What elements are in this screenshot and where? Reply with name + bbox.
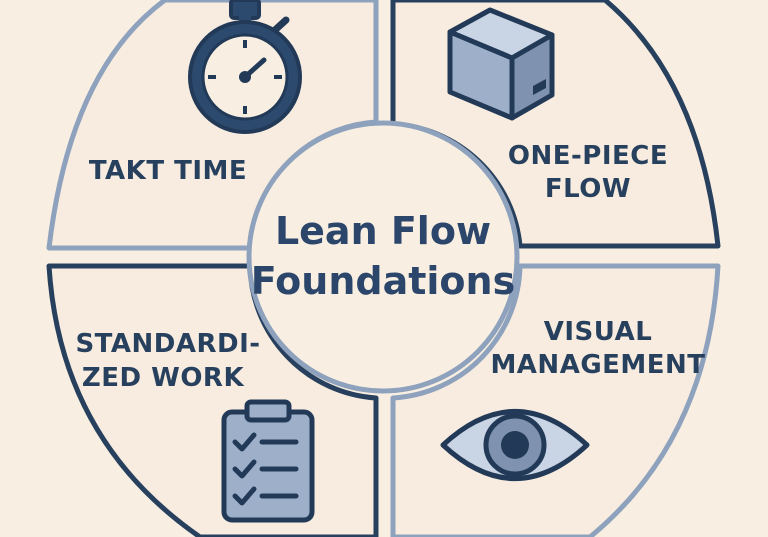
stopwatch-icon bbox=[188, 0, 302, 134]
label-one-piece-line2: FLOW bbox=[545, 174, 631, 204]
label-standardized-line2: ZED WORK bbox=[82, 363, 245, 393]
label-visual-line1: VISUAL bbox=[544, 317, 653, 347]
label-visual-line2: MANAGEMENT bbox=[490, 350, 705, 380]
label-one-piece-line1: ONE-PIECE bbox=[508, 141, 668, 171]
eye-icon bbox=[440, 409, 590, 481]
label-takt-time: TAKT TIME bbox=[89, 156, 247, 186]
center-title-line2: Foundations bbox=[251, 259, 515, 303]
clipboard-checklist-icon bbox=[221, 399, 315, 523]
box-icon bbox=[447, 7, 555, 121]
label-standardized-line1: STANDARDI- bbox=[75, 329, 260, 359]
center-hub: Lean Flow Foundations bbox=[246, 120, 520, 394]
center-title-line1: Lean Flow bbox=[275, 209, 491, 253]
